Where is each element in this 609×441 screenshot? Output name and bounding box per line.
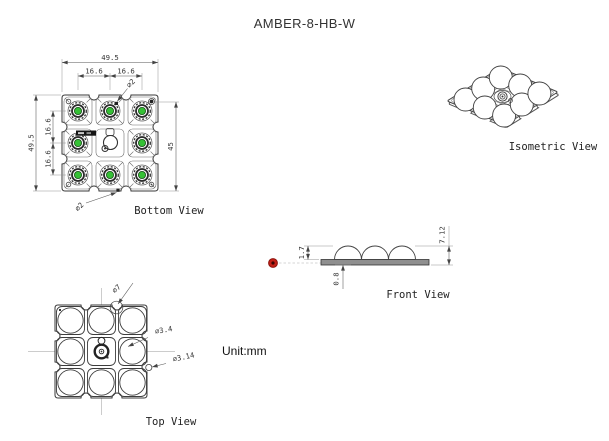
origin-marker-icon: [268, 258, 278, 268]
front-view-dimensions: 1.7 0.8 7.12: [297, 226, 453, 289]
front-dome-lenses: [334, 245, 416, 260]
dim-row-pitch-top: 16.6: [44, 118, 53, 136]
dim-col-pitch-right: 16.6: [117, 67, 135, 76]
center-connector-feature: [101, 128, 119, 152]
dim-row-pitch-bottom: 16.6: [44, 150, 53, 168]
front-view-drawing: 1.7 0.8 7.12 Front View: [268, 226, 453, 301]
bottom-cells: [63, 96, 157, 190]
dim-overall-height: 49.5: [26, 134, 35, 152]
bottom-view-label: Bottom View: [134, 205, 204, 217]
dim-overall-height: 7.12: [438, 226, 447, 244]
dim-board-thickness: 0.8: [332, 272, 341, 285]
front-view: 1.7 0.8 7.12 Front View: [255, 215, 465, 310]
top-view-drawing: ∅7 ∅3.4 ∅3.14 Top View: [28, 282, 197, 428]
iso-center-feature: [493, 90, 513, 103]
top-cells: [56, 306, 147, 397]
bottom-view-drawing: 49.5 16.6 16.6 49.5 16.6 16.6 45 ∅2 ∅2: [26, 53, 204, 217]
dim-mount-hole-diameter: ∅3.14: [172, 350, 196, 363]
hole-bottom-mark: [116, 188, 120, 192]
dim-center-hole-diameter: ∅3.4: [154, 324, 173, 336]
top-view-label: Top View: [146, 416, 197, 428]
isometric-view-drawing: Isometric View: [410, 65, 598, 153]
dim-hole-bottom: ∅2: [73, 200, 86, 213]
isometric-view: Isometric View: [410, 48, 609, 163]
front-board: [320, 259, 430, 266]
front-view-label: Front View: [386, 289, 450, 301]
bottom-view: 49.5 16.6 16.6 49.5 16.6 16.6 45 ∅2 ∅2: [20, 45, 225, 231]
dim-hole-top: ∅2: [124, 77, 137, 90]
dim-inner-height: 45: [166, 142, 175, 151]
top-center-feature: [59, 309, 110, 360]
corner-holes: [65, 98, 155, 188]
bottom-plate-outline: [61, 94, 159, 192]
isometric-view-label: Isometric View: [509, 141, 598, 153]
page-title: AMBER-8-HB-W: [253, 16, 356, 31]
iso-dome-lenses: [453, 65, 552, 128]
unit-label: Unit:mm: [222, 344, 267, 358]
dim-col-pitch-left: 16.6: [85, 67, 103, 76]
top-view: ∅7 ∅3.4 ∅3.14 Top View: [25, 275, 245, 437]
hole-top-mark: [114, 101, 118, 105]
dim-lens-height: 1.7: [297, 246, 306, 259]
dim-overall-width: 49.5: [101, 53, 119, 62]
pcb-label-chip-icon: [76, 130, 96, 136]
dim-lens-pocket-diameter: ∅7: [110, 282, 123, 295]
